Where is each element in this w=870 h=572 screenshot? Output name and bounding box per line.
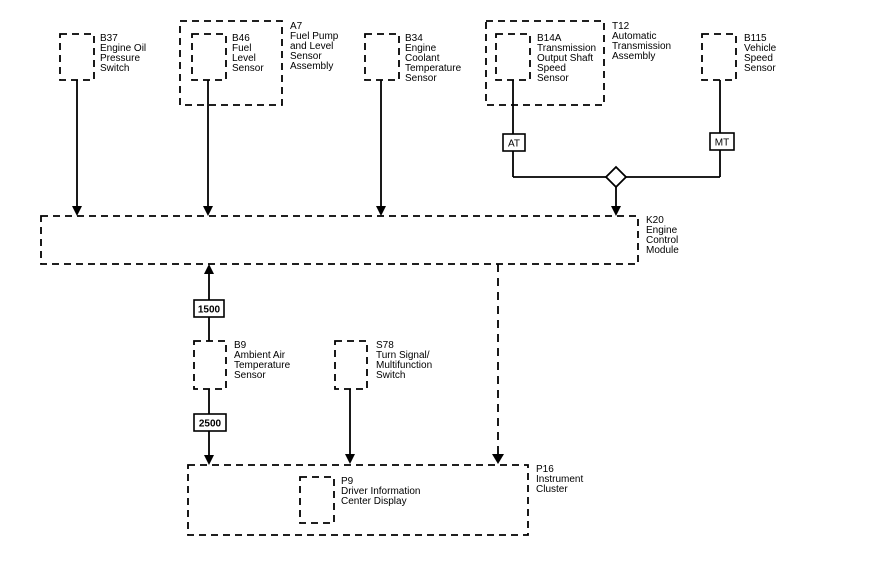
svg-text:Module: Module bbox=[646, 245, 679, 256]
svg-text:Sensor: Sensor bbox=[290, 51, 322, 62]
a7-assembly-box bbox=[179, 20, 283, 106]
option-junction-diamond bbox=[604, 165, 628, 189]
label-k20: K20 Engine Control Module bbox=[646, 215, 679, 256]
svg-text:Turn Signal/: Turn Signal/ bbox=[376, 350, 430, 361]
svg-text:Vehicle: Vehicle bbox=[744, 43, 777, 54]
b37-box bbox=[59, 33, 95, 81]
label-t12: T12 Automatic Transmission Assembly bbox=[612, 21, 671, 62]
p9-box bbox=[299, 476, 335, 524]
svg-text:B9: B9 bbox=[234, 340, 247, 351]
mt-tag: MT bbox=[715, 138, 729, 149]
svg-text:Cluster: Cluster bbox=[536, 484, 568, 495]
svg-text:Center Display: Center Display bbox=[341, 496, 407, 507]
svg-text:P9: P9 bbox=[341, 476, 354, 487]
svg-text:B14A: B14A bbox=[537, 33, 562, 44]
svg-text:Speed: Speed bbox=[537, 63, 566, 74]
svg-text:Transmission: Transmission bbox=[612, 41, 671, 52]
svg-text:Fuel: Fuel bbox=[232, 43, 251, 54]
t12-assembly-box bbox=[485, 20, 605, 106]
label-s78: S78 Turn Signal/ Multifunction Switch bbox=[376, 340, 432, 381]
b46-box bbox=[191, 33, 227, 81]
svg-text:Control: Control bbox=[646, 235, 678, 246]
svg-text:Switch: Switch bbox=[100, 63, 129, 74]
svg-text:Engine Oil: Engine Oil bbox=[100, 43, 146, 54]
mt-tag-box bbox=[709, 132, 735, 151]
at-tag-box bbox=[502, 133, 526, 152]
label-b14a: B14A Transmission Output Shaft Speed Sen… bbox=[537, 33, 596, 84]
svg-text:A7: A7 bbox=[290, 21, 303, 32]
svg-text:B34: B34 bbox=[405, 33, 423, 44]
svg-text:Temperature: Temperature bbox=[234, 360, 291, 371]
svg-text:Sensor: Sensor bbox=[744, 63, 776, 74]
svg-text:Transmission: Transmission bbox=[537, 43, 596, 54]
svg-text:Sensor: Sensor bbox=[537, 73, 569, 84]
svg-text:Engine: Engine bbox=[405, 43, 437, 54]
svg-text:Ambient Air: Ambient Air bbox=[234, 350, 286, 361]
tag-1500-box bbox=[193, 299, 225, 318]
svg-text:Fuel Pump: Fuel Pump bbox=[290, 31, 339, 42]
tag-2500: 2500 bbox=[199, 419, 222, 430]
svg-text:Assembly: Assembly bbox=[290, 61, 333, 72]
svg-text:Temperature: Temperature bbox=[405, 63, 462, 74]
svg-text:Level: Level bbox=[232, 53, 256, 64]
svg-text:Multifunction: Multifunction bbox=[376, 360, 432, 371]
svg-text:Sensor: Sensor bbox=[405, 73, 437, 84]
svg-text:Instrument: Instrument bbox=[536, 474, 583, 485]
svg-text:T12: T12 bbox=[612, 21, 630, 32]
svg-text:Sensor: Sensor bbox=[232, 63, 264, 74]
svg-text:Pressure: Pressure bbox=[100, 53, 140, 64]
svg-text:Switch: Switch bbox=[376, 370, 405, 381]
b34-box bbox=[364, 33, 400, 81]
label-p9: P9 Driver Information Center Display bbox=[341, 476, 420, 507]
svg-text:B37: B37 bbox=[100, 33, 118, 44]
svg-text:B46: B46 bbox=[232, 33, 250, 44]
p16-box bbox=[187, 464, 529, 536]
svg-text:K20: K20 bbox=[646, 215, 664, 226]
label-b9: B9 Ambient Air Temperature Sensor bbox=[234, 340, 291, 381]
label-b115: B115 Vehicle Speed Sensor bbox=[744, 33, 777, 74]
tag-2500-box bbox=[193, 413, 227, 432]
b115-box bbox=[701, 33, 737, 81]
svg-text:B115: B115 bbox=[744, 33, 767, 44]
svg-text:Speed: Speed bbox=[744, 53, 773, 64]
svg-text:Engine: Engine bbox=[646, 225, 678, 236]
svg-text:Sensor: Sensor bbox=[234, 370, 266, 381]
svg-text:Output Shaft: Output Shaft bbox=[537, 53, 593, 64]
s78-box bbox=[334, 340, 368, 390]
label-b34: B34 Engine Coolant Temperature Sensor bbox=[405, 33, 462, 84]
k20-box bbox=[40, 215, 639, 265]
svg-text:Automatic: Automatic bbox=[612, 31, 656, 42]
tag-1500: 1500 bbox=[198, 305, 221, 316]
svg-text:S78: S78 bbox=[376, 340, 394, 351]
svg-text:Coolant: Coolant bbox=[405, 53, 440, 64]
label-b37: B37 Engine Oil Pressure Switch bbox=[100, 33, 146, 74]
label-a7: A7 Fuel Pump and Level Sensor Assembly bbox=[290, 21, 339, 72]
label-b46: B46 Fuel Level Sensor bbox=[232, 33, 264, 74]
svg-text:P16: P16 bbox=[536, 464, 554, 475]
svg-text:Assembly: Assembly bbox=[612, 51, 655, 62]
b9-box bbox=[193, 340, 227, 390]
svg-text:Driver Information: Driver Information bbox=[341, 486, 420, 497]
at-tag: AT bbox=[508, 139, 520, 150]
svg-text:and Level: and Level bbox=[290, 41, 333, 52]
label-p16: P16 Instrument Cluster bbox=[536, 464, 583, 495]
arrow-k20-to-p16 bbox=[492, 454, 504, 464]
b14a-box bbox=[495, 33, 531, 81]
